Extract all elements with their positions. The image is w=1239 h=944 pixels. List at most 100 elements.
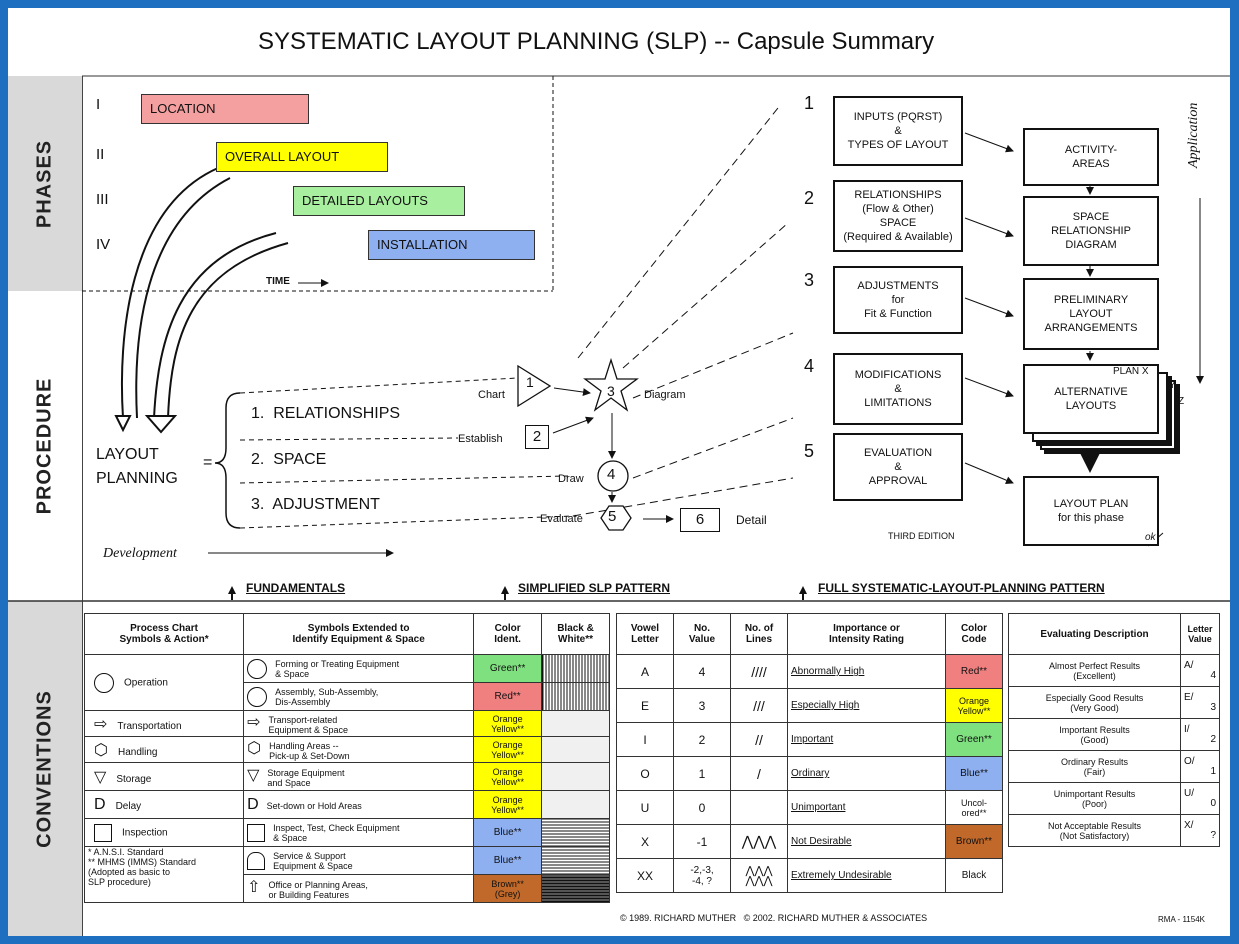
full-step-1-input: INPUTS (PQRST) & TYPES OF LAYOUT	[833, 96, 963, 166]
evaluation-letter-value: O/1	[1180, 750, 1220, 783]
color-cell: Blue**	[473, 846, 543, 875]
procedure-item-3: 3. ADJUSTMENT	[251, 496, 380, 513]
rating-letter: A	[616, 654, 674, 689]
rating-letter: O	[616, 756, 674, 791]
third-edition-label: THIRD EDITION	[888, 531, 955, 541]
evaluation-desc: Almost Perfect Results (Excellent)	[1008, 654, 1181, 687]
lines-icon: //	[730, 722, 788, 757]
full-step-3-output: PRELIMINARY LAYOUT ARRANGEMENTS	[1023, 278, 1159, 350]
rating-letter: I	[616, 722, 674, 757]
process-symbols-table: Process Chart Symbols & Action* Symbols …	[83, 613, 610, 903]
equip-row: Forming or Treating Equipment & Space	[243, 654, 475, 683]
rating-color: Brown**	[945, 824, 1003, 859]
full-pattern-label: FULL SYSTEMATIC-LAYOUT-PLANNING PATTERN	[818, 581, 1105, 595]
evaluation-desc: Important Results (Good)	[1008, 718, 1181, 751]
rating-value: -1	[673, 824, 731, 859]
fundamentals-label: FUNDAMENTALS	[246, 581, 346, 595]
step-6-box: 6	[680, 508, 720, 532]
rating-value: 0	[673, 790, 731, 825]
col-color-code: Color Code	[945, 613, 1003, 655]
rating-letter: U	[616, 790, 674, 825]
evaluation-letter-value: E/3	[1180, 686, 1220, 719]
equals-sign: =	[203, 454, 213, 471]
rating-value: 2	[673, 722, 731, 757]
evaluation-letter-value: I/2	[1180, 718, 1220, 751]
action-transportation: ⇨Transportation	[83, 710, 245, 737]
rating-value: 3	[673, 688, 731, 723]
plan-y-label: Y	[1169, 380, 1176, 391]
procedure-item-1: 1. RELATIONSHIPS	[251, 405, 401, 422]
phase-2-numeral: II	[96, 146, 105, 163]
full-step-5-output: LAYOUT PLAN for this phase	[1023, 476, 1159, 546]
rating-color: Green**	[945, 722, 1003, 757]
color-cell: Blue**	[473, 818, 543, 847]
phase-4-bar: INSTALLATION	[368, 230, 535, 260]
full-step-4-output: ALTERNATIVE LAYOUTS	[1023, 364, 1159, 434]
closeness-rating-table: Vowel Letter No. Value No. of Lines Impo…	[616, 613, 1003, 893]
rating-color: Blue**	[945, 756, 1003, 791]
zigzag-icon: ⋀⋀⋀⋀⋀⋀	[730, 858, 788, 893]
band-phases: PHASES	[8, 76, 83, 291]
document-code: RMA - 1154K	[1158, 915, 1205, 924]
lines-empty	[730, 790, 788, 825]
ok-label: ok	[1145, 532, 1156, 543]
bw-pattern	[541, 818, 610, 847]
full-step-5-num: 5	[804, 441, 815, 461]
evaluation-desc: Unimportant Results (Poor)	[1008, 782, 1181, 815]
col-no-lines: No. of Lines	[730, 613, 788, 655]
action-storage: ▽Storage	[83, 762, 245, 791]
rating-color: Black	[945, 858, 1003, 893]
rating-color: Orange Yellow**	[945, 688, 1003, 723]
rating-value: 1	[673, 756, 731, 791]
rating-color: Red**	[945, 654, 1003, 689]
equip-row: ⬡Handling Areas -- Pick-up & Set-Down	[243, 736, 475, 763]
procedure-item-2: 2. SPACE	[251, 451, 327, 468]
equip-row: ⇧Office or Planning Areas, or Building F…	[243, 874, 475, 903]
band-conventions: CONVENTIONS	[8, 601, 83, 936]
rating-text: Important	[787, 722, 946, 757]
lines-icon: /	[730, 756, 788, 791]
simplified-pattern-label: SIMPLIFIED SLP PATTERN	[518, 581, 671, 595]
rating-text: Extremely Undesirable	[787, 858, 946, 893]
page-title: SYSTEMATIC LAYOUT PLANNING (SLP) -- Caps…	[258, 28, 935, 55]
conventions-footnote: * A.N.S.I. Standard ** MHMS (IMMS) Stand…	[83, 846, 245, 903]
equip-row: ▽Storage Equipment and Space	[243, 762, 475, 791]
full-step-2-output: SPACE RELATIONSHIP DIAGRAM	[1023, 196, 1159, 266]
full-step-5-input: EVALUATION & APPROVAL	[833, 433, 963, 501]
full-step-3-input: ADJUSTMENTS for Fit & Function	[833, 266, 963, 334]
action-handling: ⬡Handling	[83, 736, 245, 763]
rating-value: -2,-3, -4, ?	[673, 858, 731, 893]
evaluation-desc: Especially Good Results (Very Good)	[1008, 686, 1181, 719]
col-process-chart: Process Chart Symbols & Action*	[83, 613, 245, 655]
bw-pattern	[541, 654, 610, 683]
rating-text: Abnormally High	[787, 654, 946, 689]
phase-2-bar: OVERALL LAYOUT	[216, 142, 388, 172]
action-inspection: Inspection	[83, 818, 245, 847]
phase-3-numeral: III	[96, 191, 109, 208]
color-cell: Red**	[473, 682, 543, 711]
equip-row: Assembly, Sub-Assembly, Dis-Assembly	[243, 682, 475, 711]
rating-value: 4	[673, 654, 731, 689]
application-label: Application	[1186, 102, 1201, 168]
zigzag-icon: ⋀⋀⋀	[730, 824, 788, 859]
rating-text: Ordinary	[787, 756, 946, 791]
evaluation-desc: Not Acceptable Results (Not Satisfactory…	[1008, 814, 1181, 847]
full-step-2-num: 2	[804, 188, 815, 208]
bw-cell	[541, 762, 610, 791]
rating-color: Uncol- ored**	[945, 790, 1003, 825]
bw-cell	[541, 736, 610, 763]
plan-x-label: PLAN X	[1113, 366, 1149, 377]
full-step-1-output: ACTIVITY- AREAS	[1023, 128, 1159, 186]
bw-cell	[541, 790, 610, 819]
col-black-white: Black & White**	[541, 613, 610, 655]
rating-letter: XX	[616, 858, 674, 893]
step-2-box: 2	[525, 425, 549, 449]
col-evaluating-description: Evaluating Description	[1008, 613, 1181, 655]
rating-letter: E	[616, 688, 674, 723]
evaluation-letter-value: X/?	[1180, 814, 1220, 847]
lines-icon: ////	[730, 654, 788, 689]
action-operation: Operation	[83, 654, 245, 711]
evaluate-label: Evaluate	[540, 513, 583, 525]
evaluation-desc: Ordinary Results (Fair)	[1008, 750, 1181, 783]
